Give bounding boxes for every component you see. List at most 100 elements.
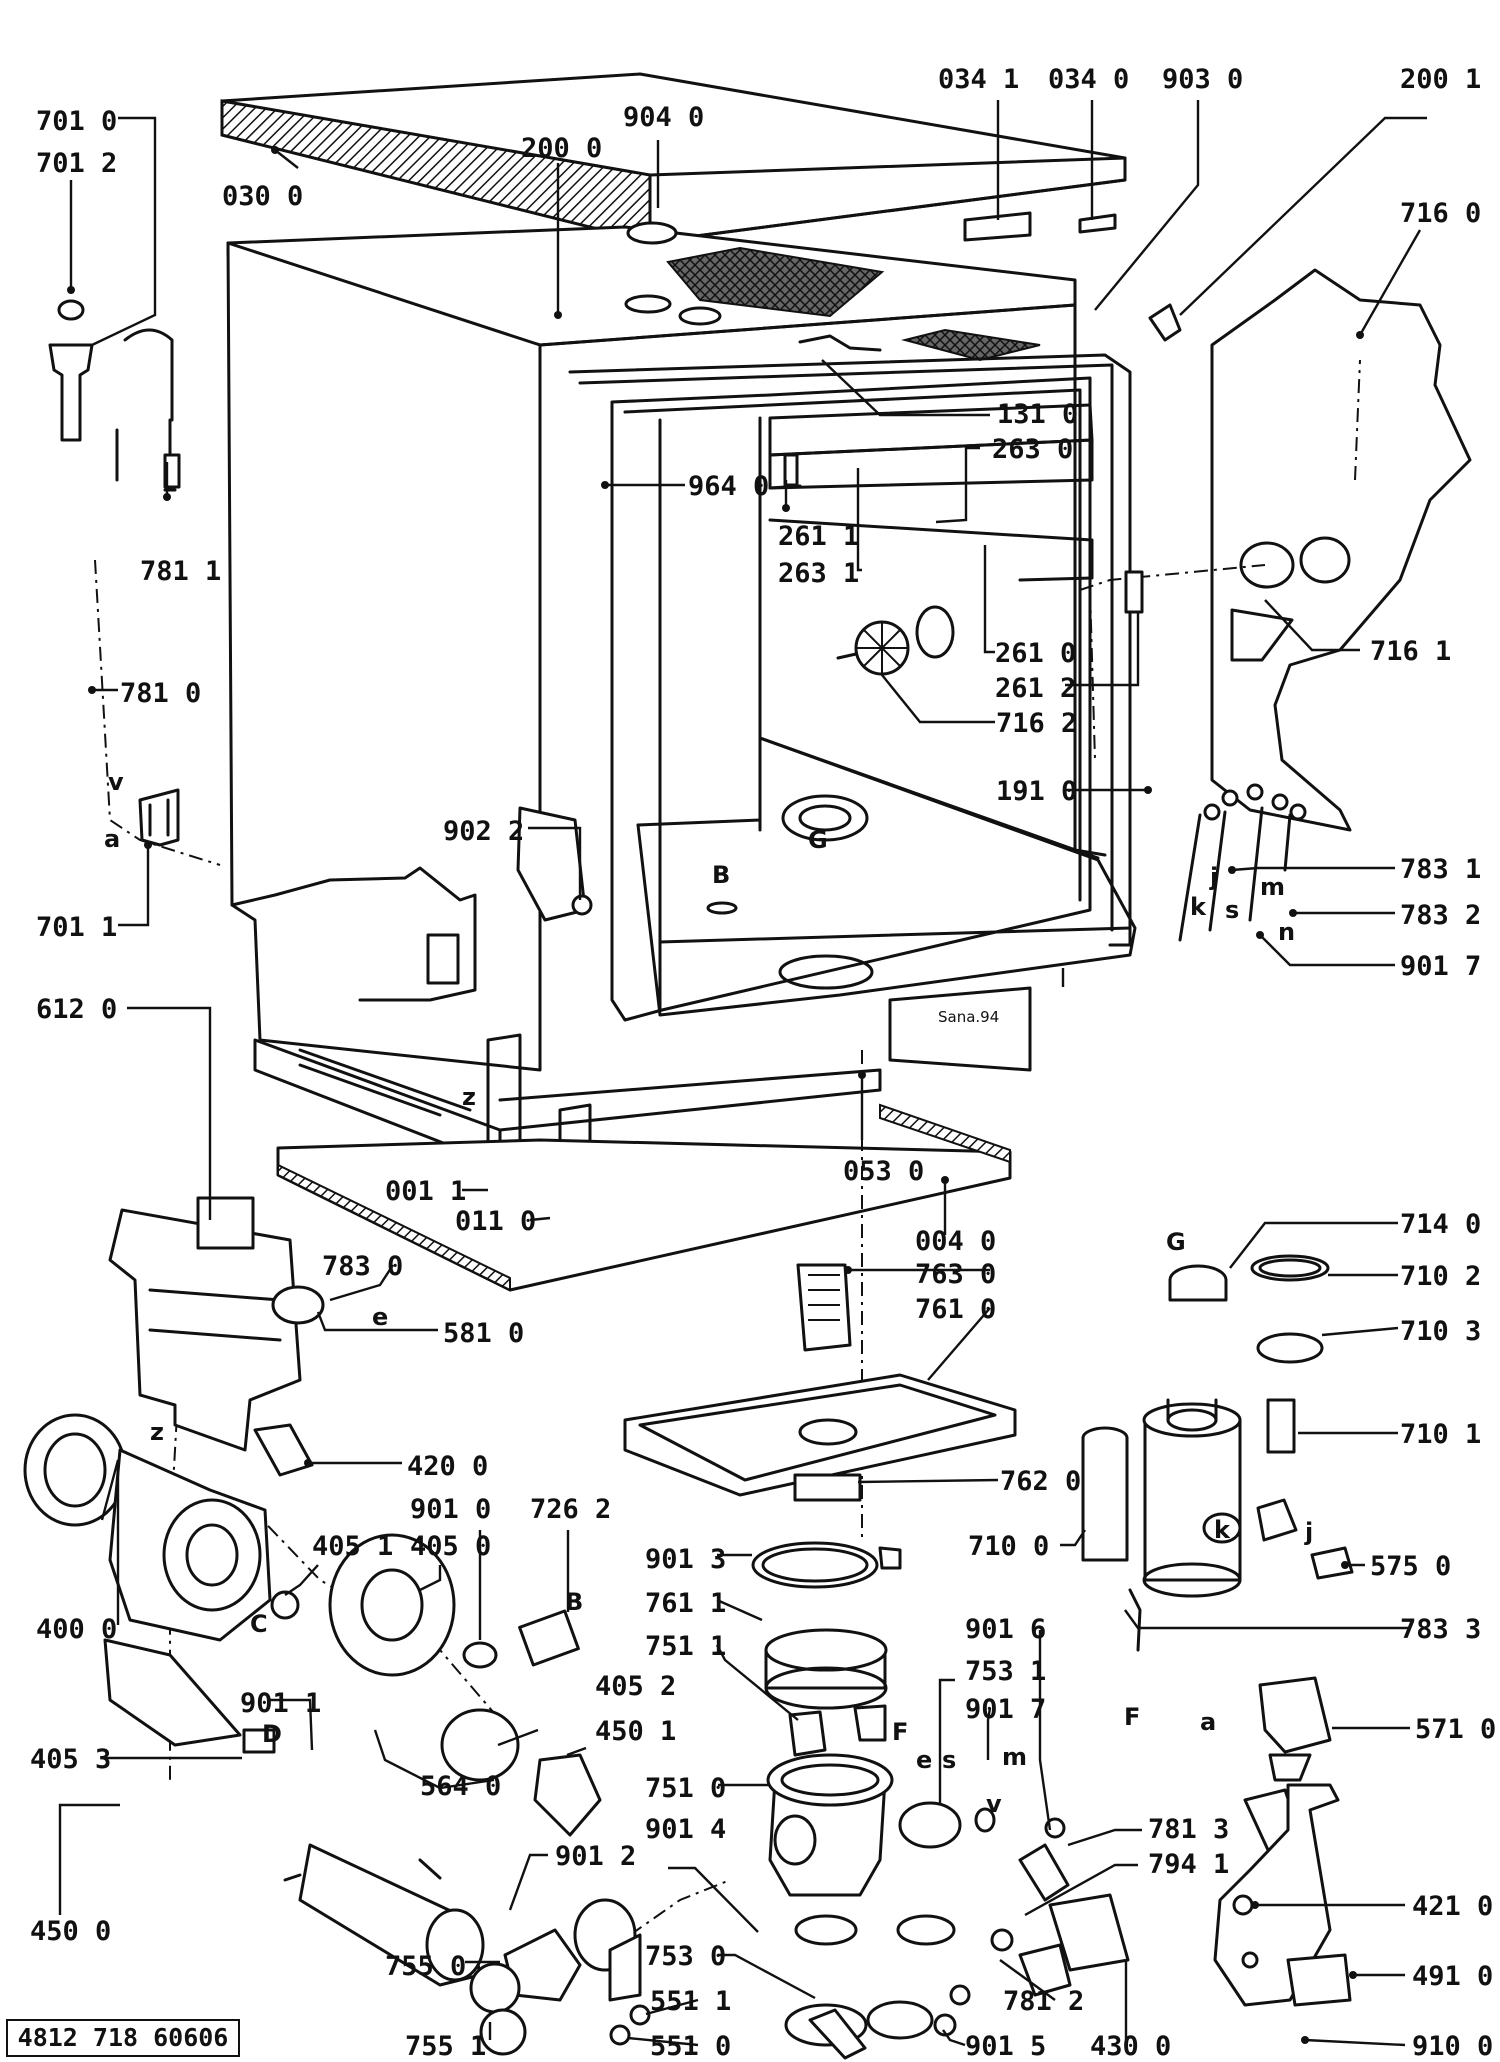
letter-s-2: s xyxy=(942,1746,956,1774)
callout-564-0: 564 0 xyxy=(420,1771,501,1802)
sump-assembly xyxy=(623,1263,1017,1710)
callout-405-1: 405 1 xyxy=(312,1531,393,1562)
callout-716-2: 716 2 xyxy=(996,708,1077,739)
letter-F-2: F xyxy=(892,1718,908,1746)
callout-131-0: 131 0 xyxy=(997,399,1078,430)
callout-751-0: 751 0 xyxy=(645,1773,726,1804)
callout-450-1: 450 1 xyxy=(595,1716,676,1747)
letter-G-1: G xyxy=(808,826,828,854)
callout-030-0: 030 0 xyxy=(222,181,303,212)
letter-F-1: F xyxy=(1124,1703,1140,1731)
callout-491-0: 491 0 xyxy=(1412,1961,1493,1992)
letter-j-1: j xyxy=(1209,863,1218,891)
callout-701-1: 701 1 xyxy=(36,912,117,943)
callout-783-3: 783 3 xyxy=(1400,1614,1481,1645)
callout-701-2: 701 2 xyxy=(36,148,117,179)
callout-261-0: 261 0 xyxy=(995,638,1076,669)
letter-z-1: z xyxy=(462,1083,476,1111)
callout-755-1: 755 1 xyxy=(405,2031,486,2062)
control-box-612 xyxy=(108,1196,302,1452)
callout-761-0: 761 0 xyxy=(915,1294,996,1325)
callout-783-2: 783 2 xyxy=(1400,900,1481,931)
callout-710-3: 710 3 xyxy=(1400,1316,1481,1347)
callout-001-1: 001 1 xyxy=(385,1176,466,1207)
callout-761-1: 761 1 xyxy=(645,1588,726,1619)
callout-701-0: 701 0 xyxy=(36,106,117,137)
callout-261-2: 261 2 xyxy=(995,673,1076,704)
callout-755-0: 755 0 xyxy=(385,1951,466,1982)
callout-781-0: 781 0 xyxy=(120,678,201,709)
callout-901-0: 901 0 xyxy=(410,1494,491,1525)
letter-B-1: B xyxy=(712,861,730,889)
callout-034-0: 034 0 xyxy=(1048,64,1129,95)
callout-551-1: 551 1 xyxy=(650,1986,731,2017)
callout-551-0: 551 0 xyxy=(650,2031,731,2062)
callout-710-1: 710 1 xyxy=(1400,1419,1481,1450)
connector-200-1 xyxy=(1148,303,1182,342)
callout-571-0: 571 0 xyxy=(1415,1714,1496,1745)
callout-710-0: 710 0 xyxy=(968,1531,1049,1562)
clip-261-2 xyxy=(1124,570,1144,614)
letter-s-1: s xyxy=(1225,896,1239,924)
hose-781-3 xyxy=(1018,1843,1070,1902)
letter-B-2: B xyxy=(565,1588,583,1616)
callout-751-1: 751 1 xyxy=(645,1631,726,1662)
letter-k-2: k xyxy=(1214,1516,1231,1544)
capacitor-420 xyxy=(253,1423,314,1477)
callout-420-0: 420 0 xyxy=(407,1451,488,1482)
callout-762-0: 762 0 xyxy=(1000,1466,1081,1497)
letter-a-1: a xyxy=(104,825,120,853)
callout-901-7-b: 901 7 xyxy=(965,1694,1046,1725)
letter-v-2: v xyxy=(986,1790,1002,1818)
callout-710-2: 710 2 xyxy=(1400,1261,1481,1292)
callout-910-0: 910 0 xyxy=(1412,2031,1493,2062)
letter-v-1: v xyxy=(108,768,124,796)
callout-263-0: 263 0 xyxy=(992,434,1073,465)
tank-710 xyxy=(1081,1254,1354,1598)
callout-004-0: 004 0 xyxy=(915,1226,996,1257)
callout-753-0: 753 0 xyxy=(645,1941,726,1972)
clip-261-1 xyxy=(783,453,799,487)
callout-263-1: 263 1 xyxy=(778,558,859,589)
clip-034-1 xyxy=(963,211,1032,242)
side-panel-716 xyxy=(1210,268,1472,832)
callout-716-1: 716 1 xyxy=(1370,636,1451,667)
letter-e-1: e xyxy=(372,1303,388,1331)
callout-612-0: 612 0 xyxy=(36,994,117,1025)
callout-781-3: 781 3 xyxy=(1148,1814,1229,1845)
grommet-904 xyxy=(626,221,678,245)
callout-901-6: 901 6 xyxy=(965,1614,1046,1645)
letter-G-2: G xyxy=(1166,1228,1186,1256)
callout-901-1: 901 1 xyxy=(240,1688,321,1719)
valve-571 xyxy=(1258,1676,1332,1754)
connection-letters: v a G B z k j s m n e G z C B D k j F F … xyxy=(104,768,1313,1818)
letter-n-1: n xyxy=(1278,918,1295,946)
callout-405-3: 405 3 xyxy=(30,1744,111,1775)
clip-034-0 xyxy=(1078,213,1117,234)
letter-j-2: j xyxy=(1304,1518,1313,1546)
callout-200-1: 200 1 xyxy=(1400,64,1481,95)
letter-C-1: C xyxy=(250,1610,268,1638)
callout-011-0: 011 0 xyxy=(455,1206,536,1237)
callout-763-0: 763 0 xyxy=(915,1259,996,1290)
callout-labels: 030 0 701 0 701 2 904 0 200 0 034 1 034 … xyxy=(30,64,1496,2062)
callout-450-0: 450 0 xyxy=(30,1916,111,1947)
callout-901-3: 901 3 xyxy=(645,1544,726,1575)
callout-053-0: 053 0 xyxy=(843,1156,924,1187)
knob-581 xyxy=(271,1285,325,1325)
svg-text:Sana.94: Sana.94 xyxy=(938,1008,999,1026)
callout-902-2: 902 2 xyxy=(443,816,524,847)
callout-903-0: 903 0 xyxy=(1162,64,1243,95)
callout-753-1: 753 1 xyxy=(965,1656,1046,1687)
solenoid-430 xyxy=(866,1893,1130,2040)
callout-781-2: 781 2 xyxy=(1003,1986,1084,2017)
letter-z-2: z xyxy=(150,1418,164,1446)
callout-714-0: 714 0 xyxy=(1400,1209,1481,1240)
document-number: 4812 718 60606 xyxy=(6,2019,240,2057)
callout-430-0: 430 0 xyxy=(1090,2031,1171,2062)
letter-m-1: m xyxy=(1260,873,1285,901)
callout-405-0: 405 0 xyxy=(410,1531,491,1562)
callout-726-2: 726 2 xyxy=(530,1494,611,1525)
callout-261-1: 261 1 xyxy=(778,521,859,552)
callout-421-0: 421 0 xyxy=(1412,1891,1493,1922)
